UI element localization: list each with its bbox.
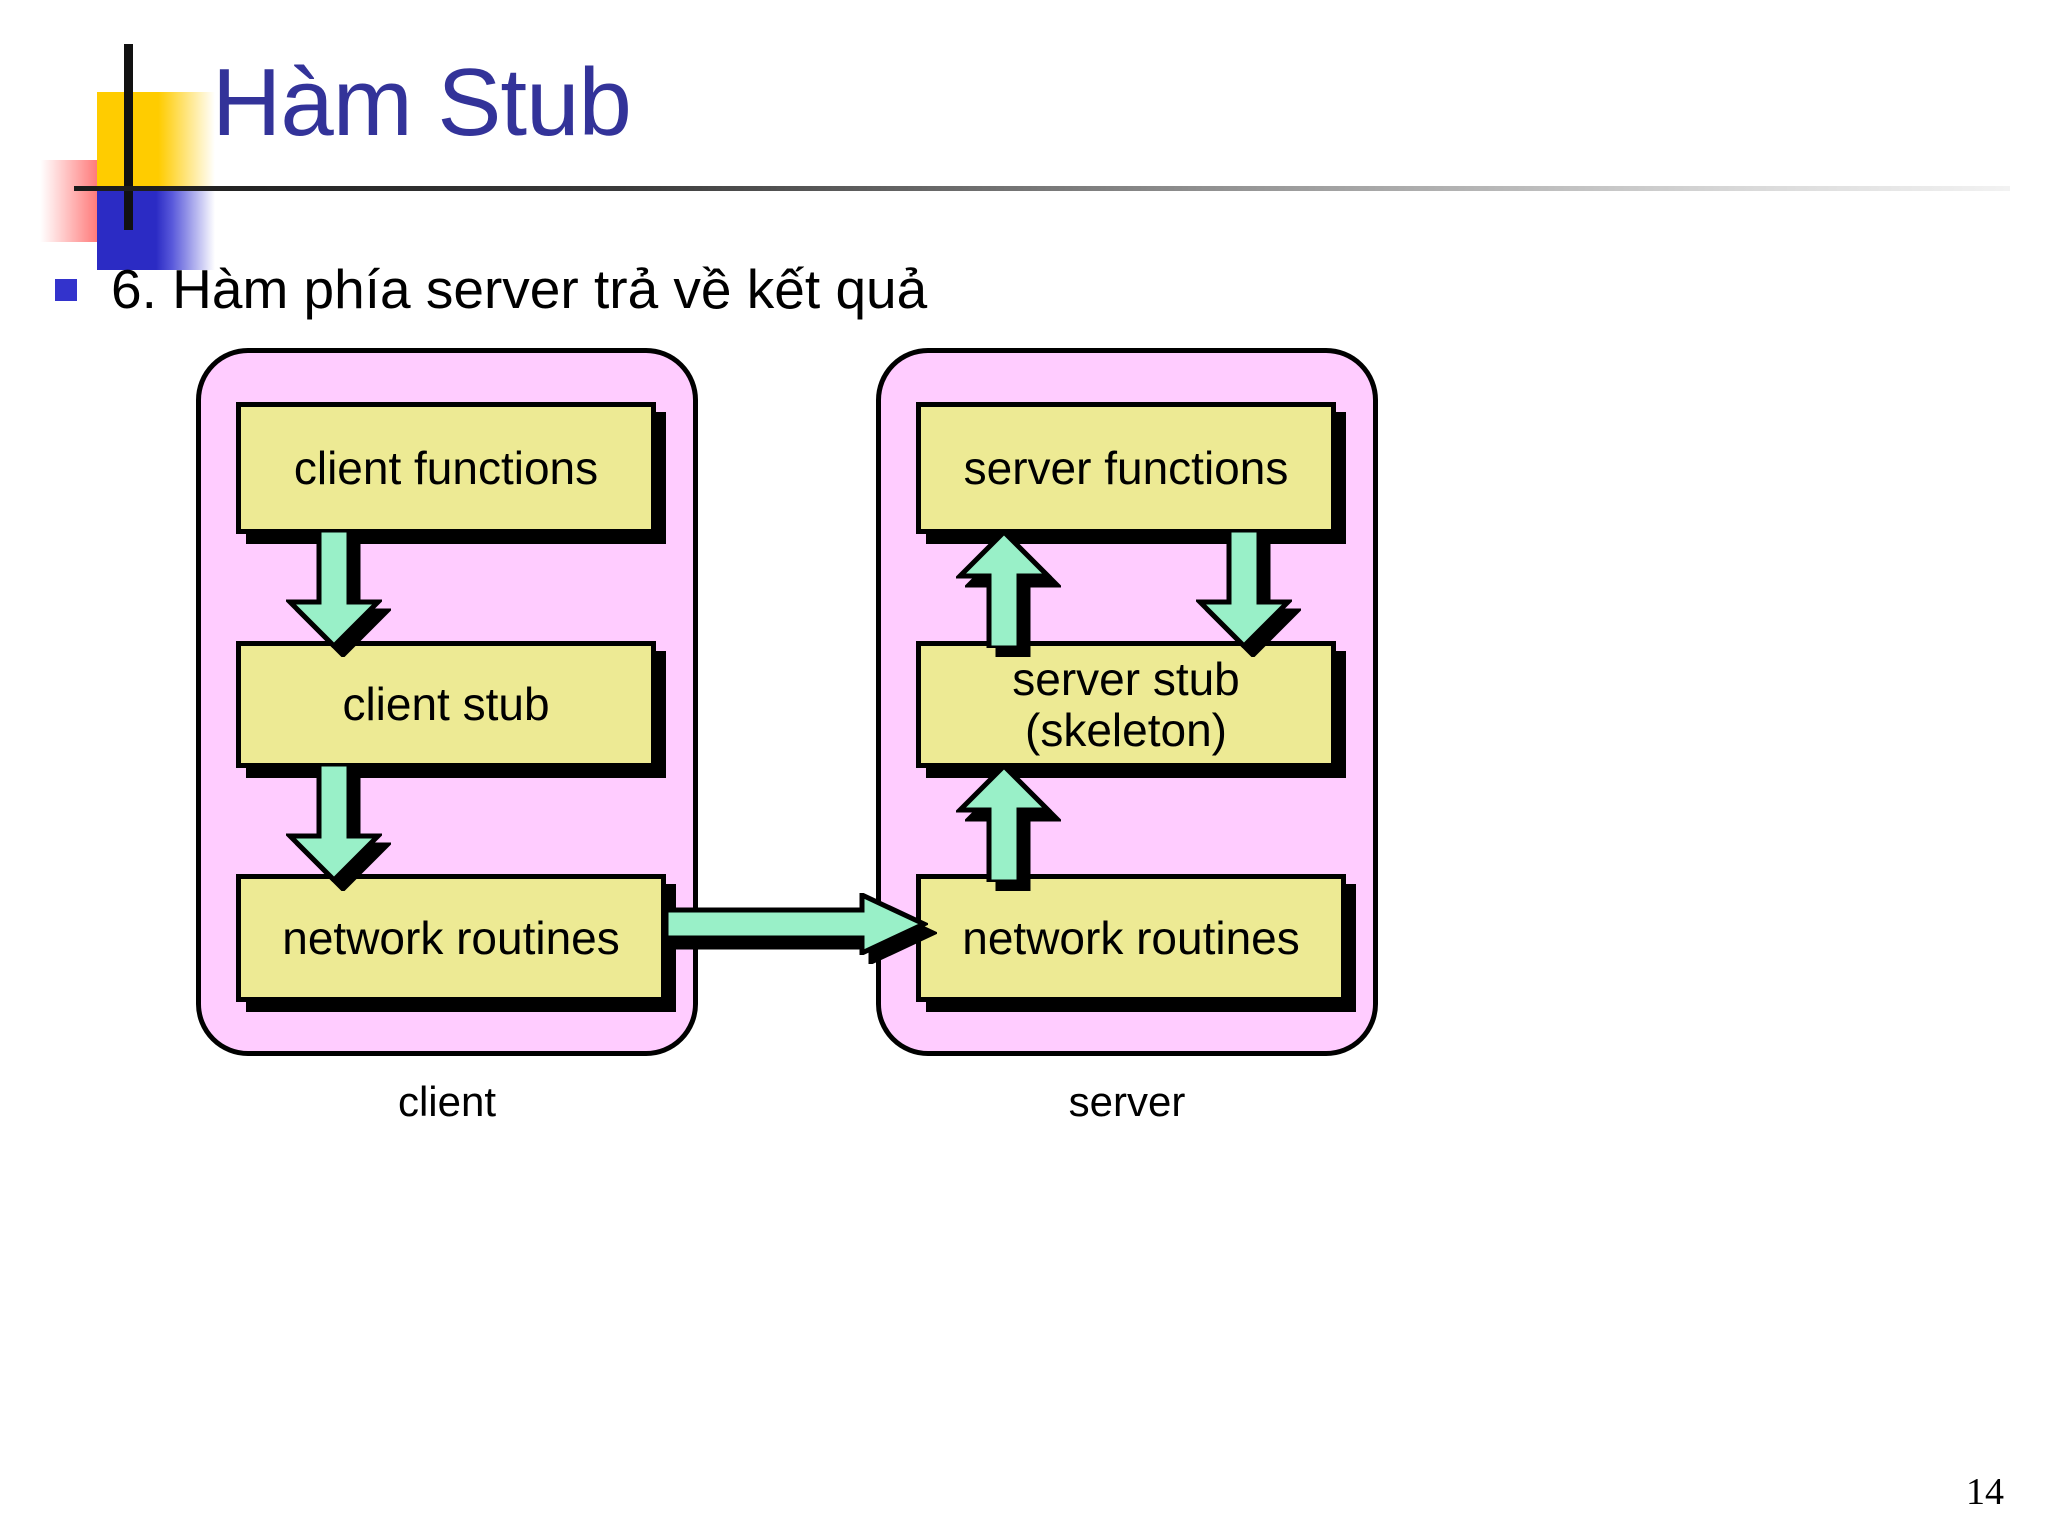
box-server-stub-label: server stub (skeleton) — [1012, 654, 1240, 755]
header-divider-rule — [74, 186, 2010, 191]
box-server-stub-label-line2: (skeleton) — [1025, 703, 1227, 756]
slide-header: Hàm Stub — [0, 0, 2048, 270]
box-client-functions-label: client functions — [293, 441, 599, 494]
box-server-functions-label: server functions — [963, 441, 1289, 494]
page-title: Hàm Stub — [212, 49, 632, 156]
box-server-network-routines: network routines — [916, 874, 1346, 1002]
arrow-client-functions-to-client-stub-icon — [286, 530, 382, 648]
arrow-server-functions-to-server-stub-icon — [1196, 530, 1292, 648]
box-client-network-routines-label: network routines — [282, 911, 620, 964]
box-server-stub: server stub (skeleton) — [916, 641, 1336, 768]
logo-vertical-rule-icon — [124, 44, 133, 230]
arrow-server-network-routines-to-server-stub-icon — [956, 764, 1052, 882]
bullet-item-label: 6. Hàm phía server trả về kết quả — [111, 258, 928, 320]
caption-server: server — [1068, 1078, 1186, 1125]
box-server-stub-label-line1: server stub — [1012, 652, 1240, 705]
square-bullet-icon — [55, 278, 77, 301]
arrow-client-network-to-server-network-icon — [666, 893, 928, 955]
bullet-list-item: 6. Hàm phía server trả về kết quả — [55, 258, 927, 321]
logo-yellow-square-icon — [97, 92, 215, 190]
box-client-stub-label: client stub — [342, 678, 550, 731]
page-number: 14 — [1966, 1471, 2004, 1513]
box-server-network-routines-label: network routines — [962, 911, 1300, 964]
box-server-functions: server functions — [916, 402, 1336, 534]
logo-blue-square-icon — [97, 190, 215, 270]
box-client-stub: client stub — [236, 641, 656, 768]
arrow-client-stub-to-network-routines-icon — [286, 764, 382, 882]
caption-client: client — [397, 1078, 497, 1125]
box-client-functions: client functions — [236, 402, 656, 534]
arrow-server-stub-to-server-functions-icon — [956, 530, 1052, 648]
box-client-network-routines: network routines — [236, 874, 666, 1002]
